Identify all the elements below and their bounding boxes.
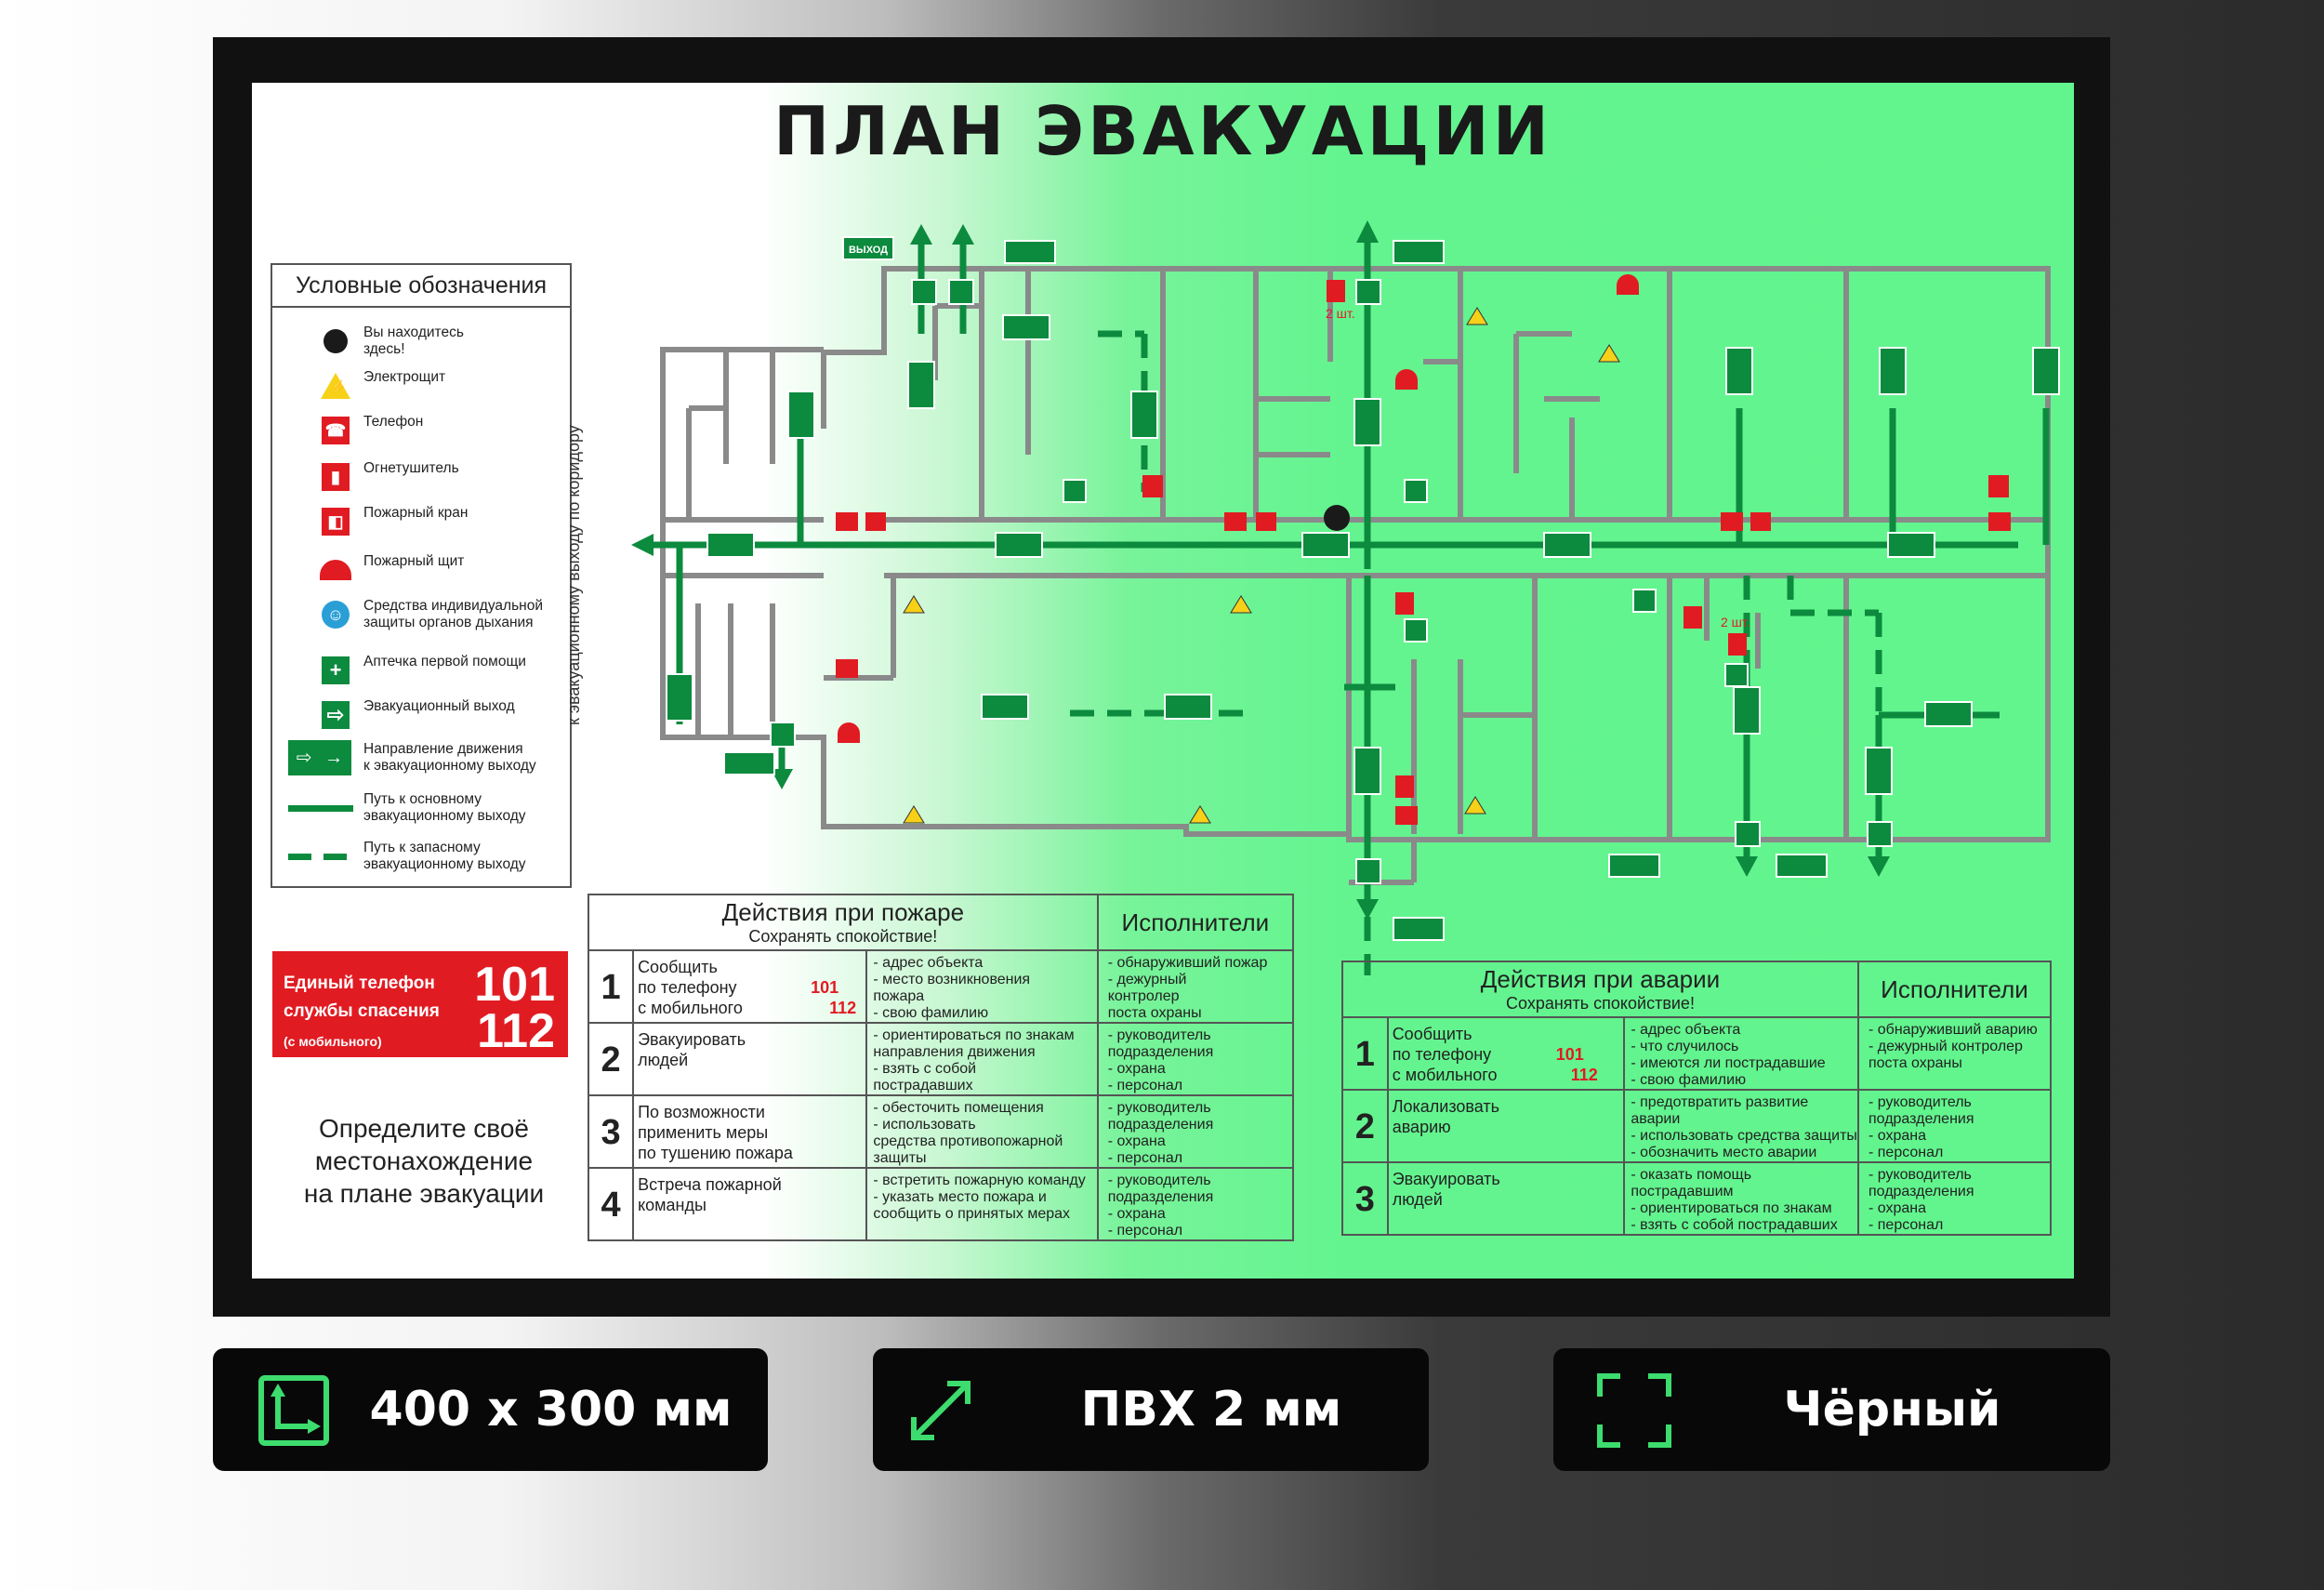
warning-triangles xyxy=(903,307,1620,824)
material-label: ПВХ 2 мм xyxy=(1080,1382,1342,1438)
plan-title: ПЛАН ЭВАКУАЦИИ xyxy=(773,92,1552,170)
fire-extinguisher-icon: ▮ xyxy=(322,463,350,491)
count-labels: 2 шт. 2 шт. xyxy=(1326,306,1750,629)
path-arrowheads xyxy=(631,220,1890,920)
frame-corners-icon xyxy=(1597,1373,1671,1448)
fire-shield-icon xyxy=(320,560,351,580)
you-are-here-dot xyxy=(1324,505,1350,531)
floor-plan: ВЫХОД 2 шт. 2 шт. xyxy=(631,220,2060,975)
material-badge: ПВХ 2 мм xyxy=(873,1348,1429,1471)
fire-step-row: 3 По возможности применить меры по тушен… xyxy=(587,1094,1295,1169)
fire-performers-header: Исполнители xyxy=(1096,894,1295,951)
electrical-panel-warning-icon xyxy=(321,373,350,399)
respiratory-protection-icon: ☺ xyxy=(322,601,350,629)
emergency-phone-note: (с мобильного) xyxy=(284,1034,382,1049)
exit-plates xyxy=(723,236,1828,941)
first-aid-icon: + xyxy=(322,656,350,684)
color-badge: Чёрный xyxy=(1553,1348,2110,1471)
locate-yourself-text: Определите своё местонахождение на плане… xyxy=(303,1114,545,1208)
size-label: 400 x 300 мм xyxy=(369,1382,733,1438)
you-are-here-dot xyxy=(324,329,348,353)
phone-icon: ☎ xyxy=(322,417,350,444)
size-badge: 400 x 300 мм xyxy=(213,1348,768,1471)
exit-plate-label: ВЫХОД xyxy=(849,245,888,256)
emergency-phone-box: Единый телефон службы спасения (с мобиль… xyxy=(272,951,568,1058)
color-label: Чёрный xyxy=(1783,1382,2001,1438)
main-path-line xyxy=(288,804,353,812)
spec-badges: 400 x 300 мм ПВХ 2 мм Чёрный xyxy=(0,1348,2324,1478)
evacuation-plan: ПЛАН ЭВАКУАЦИИ Условные обозначения Вы н… xyxy=(252,83,2074,1279)
corner-size-icon xyxy=(258,1375,329,1446)
direction-signs xyxy=(666,279,2060,884)
spare-path-line xyxy=(288,853,353,860)
direction-arrow-icon: ⇨→ xyxy=(288,740,351,775)
evacuation-exit-icon: ⇨ xyxy=(322,701,350,729)
accident-performers-header: Исполнители xyxy=(1856,961,2053,1018)
legend-title: Условные обозначения xyxy=(272,265,570,308)
accident-step-row: 2 Локализовать аварию - предотвратить ра… xyxy=(1341,1089,2053,1163)
emergency-number-101: 101 xyxy=(474,958,555,1012)
svg-text:2 шт.: 2 шт. xyxy=(1326,306,1355,321)
fire-equipment xyxy=(836,274,2011,825)
emergency-number-112: 112 xyxy=(477,1004,555,1058)
fire-step-row: 2 Эвакуировать людей - ориентироваться п… xyxy=(587,1022,1295,1096)
svg-text:2 шт.: 2 шт. xyxy=(1721,615,1750,629)
expand-arrows-icon xyxy=(911,1381,971,1440)
legend: Условные обозначения Вы находитесь здесь… xyxy=(271,263,572,888)
accident-step-row: 3 Эвакуировать людей - оказать помощь по… xyxy=(1341,1161,2053,1236)
walls xyxy=(660,266,2051,885)
main-paths xyxy=(642,236,2050,901)
emergency-phone-label: Единый телефон службы спасения xyxy=(284,974,440,1021)
fire-hydrant-icon: ◧ xyxy=(322,508,350,536)
fire-step-row: 4 Встреча пожарной команды - встретить п… xyxy=(587,1167,1295,1241)
